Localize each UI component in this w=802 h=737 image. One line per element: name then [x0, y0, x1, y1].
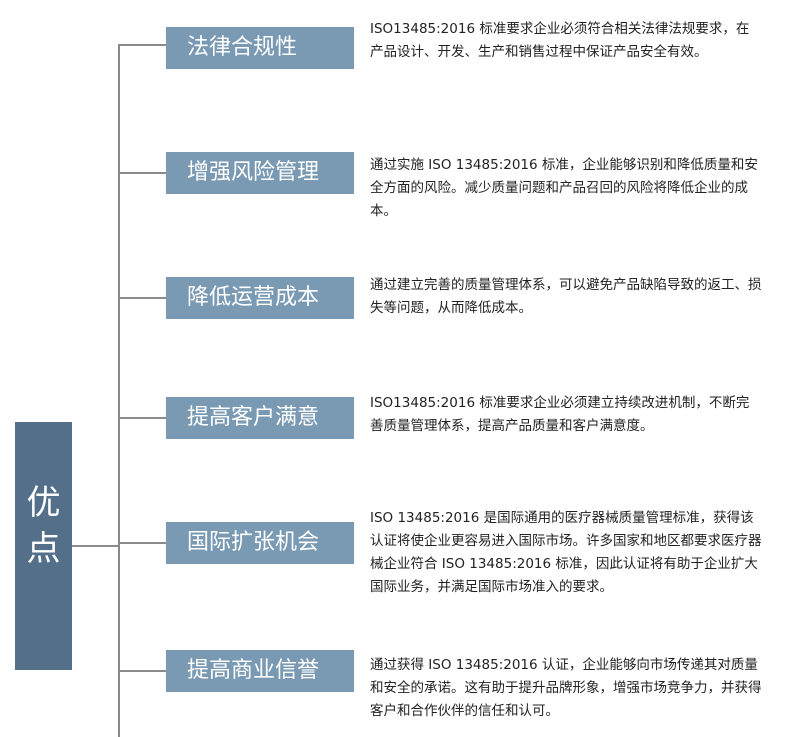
benefit-node-international-expansion: 国际扩张机会	[166, 522, 354, 564]
benefit-node-legal-compliance: 法律合规性	[166, 27, 354, 69]
benefit-description-legal-compliance: ISO13485:2016 标准要求企业必须符合相关法律法规要求，在产品设计、开…	[370, 21, 750, 60]
root-label: 优 点	[15, 480, 72, 572]
benefit-node-business-reputation: 提高商业信誉	[166, 650, 354, 692]
benefit-node-operating-cost: 降低运营成本	[166, 277, 354, 319]
branch-connector	[118, 417, 166, 419]
root-label-line1: 优	[26, 483, 61, 523]
benefit-description-business-reputation: 通过获得 ISO 13485:2016 认证，企业能够向市场传递其对质量和安全的…	[370, 657, 762, 719]
benefit-description-customer-satisfaction: ISO13485:2016 标准要求企业必须建立持续改进机制，不断完善质量管理体…	[370, 395, 750, 434]
benefit-description-risk-management: 通过实施 ISO 13485:2016 标准，企业能够识别和降低质量和安全方面的…	[370, 157, 758, 219]
benefit-node-risk-management: 增强风险管理	[166, 152, 354, 194]
benefit-description-operating-cost: 通过建立完善的质量管理体系，可以避免产品缺陷导致的返工、损失等问题，从而降低成本…	[370, 277, 762, 316]
branch-connector	[118, 172, 166, 174]
branch-connector	[118, 542, 166, 544]
branch-connector	[118, 44, 166, 46]
branch-connector	[118, 297, 166, 299]
root-node: 优 点	[15, 422, 72, 670]
branch-connector	[118, 670, 166, 672]
root-connector	[72, 545, 119, 547]
root-label-line2: 点	[26, 529, 61, 569]
benefit-description-international-expansion: ISO 13485:2016 是国际通用的医疗器械质量管理标准，获得该认证将使企…	[370, 510, 762, 595]
trunk-line	[118, 44, 120, 737]
benefit-node-customer-satisfaction: 提高客户满意	[166, 397, 354, 439]
